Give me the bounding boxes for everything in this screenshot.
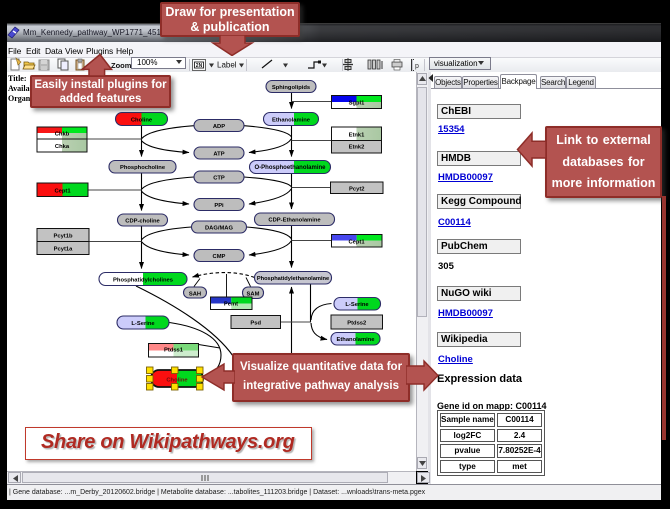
svg-text:CDP-choline: CDP-choline bbox=[125, 219, 160, 225]
svg-text:Phosphocholine: Phosphocholine bbox=[120, 165, 166, 171]
svg-text:SAH: SAH bbox=[189, 291, 201, 297]
svg-text:Sphingolipids: Sphingolipids bbox=[272, 85, 310, 91]
svg-text:Ptdss2: Ptdss2 bbox=[347, 321, 366, 327]
svg-text:p: p bbox=[415, 63, 419, 70]
svg-text:PPi: PPi bbox=[214, 203, 224, 209]
svg-text:CDP-Ethanolamine: CDP-Ethanolamine bbox=[268, 218, 321, 224]
svg-text:Cept1: Cept1 bbox=[54, 189, 71, 195]
svg-text:Chka: Chka bbox=[55, 144, 70, 150]
svg-text:Cept1: Cept1 bbox=[348, 240, 365, 246]
svg-text:Etnk1: Etnk1 bbox=[349, 133, 366, 139]
svg-text:Label: Label bbox=[217, 61, 237, 70]
svg-text:Choline: Choline bbox=[131, 117, 153, 123]
svg-text:Phosphatidylcholines: Phosphatidylcholines bbox=[113, 277, 173, 283]
svg-text:Pcyt2: Pcyt2 bbox=[349, 186, 364, 192]
svg-text:Ethanolamine: Ethanolamine bbox=[336, 337, 375, 343]
svg-text:L-Serine: L-Serine bbox=[345, 302, 369, 308]
svg-text:CTP: CTP bbox=[213, 175, 225, 181]
svg-text:ATP: ATP bbox=[213, 151, 224, 157]
svg-text:2N: 2N bbox=[196, 63, 203, 69]
svg-text:SAM: SAM bbox=[247, 292, 260, 298]
svg-text:Psd: Psd bbox=[250, 321, 261, 327]
svg-text:Pemt: Pemt bbox=[224, 302, 238, 308]
svg-text:Pcyt1a: Pcyt1a bbox=[54, 247, 73, 253]
svg-text:Pcyt1b: Pcyt1b bbox=[53, 234, 72, 240]
svg-text:ADP: ADP bbox=[213, 124, 225, 130]
svg-text:Phosphatidylethanolamine: Phosphatidylethanolamine bbox=[257, 276, 329, 282]
svg-text:Ptdss1: Ptdss1 bbox=[164, 348, 184, 354]
svg-text:Sgpl1: Sgpl1 bbox=[349, 101, 366, 107]
svg-text:Chkb: Chkb bbox=[55, 132, 70, 138]
svg-text:O-Phosphoethanolamine: O-Phosphoethanolamine bbox=[254, 165, 326, 171]
svg-text:DAG/MAG: DAG/MAG bbox=[205, 225, 234, 231]
svg-text:CMP: CMP bbox=[213, 254, 226, 260]
svg-text:Choline: Choline bbox=[166, 378, 188, 384]
svg-text:Ethanolamine: Ethanolamine bbox=[272, 117, 311, 123]
svg-text:Etnk2: Etnk2 bbox=[349, 145, 365, 151]
svg-text:L-Serine: L-Serine bbox=[131, 321, 155, 327]
